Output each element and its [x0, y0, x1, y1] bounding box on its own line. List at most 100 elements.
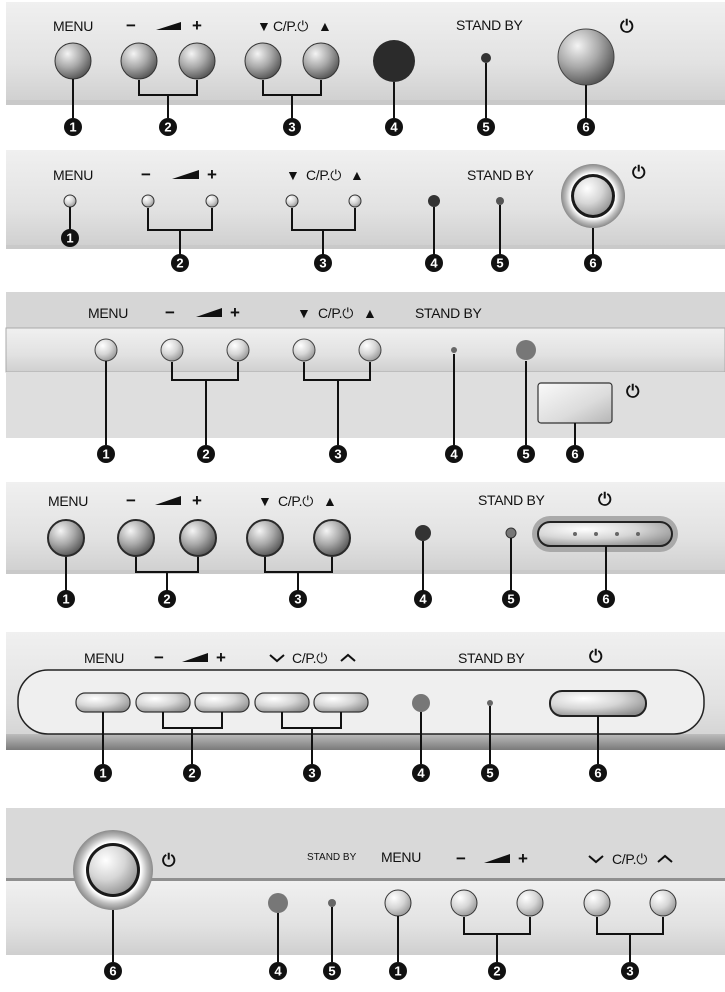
svg-text:1: 1 — [102, 447, 109, 462]
volume-plus-label: + — [192, 16, 202, 35]
svg-text:6: 6 — [589, 256, 596, 271]
channel-up-label: ▲ — [323, 493, 337, 509]
volume-down-button[interactable] — [135, 692, 191, 713]
callout-6: 6 — [566, 445, 584, 463]
channel-down-button[interactable] — [583, 889, 611, 917]
volume-bracket — [135, 557, 199, 592]
svg-text:1: 1 — [66, 231, 73, 246]
volume-down-button[interactable] — [450, 889, 478, 917]
channel-bracket — [291, 208, 356, 255]
callout-1: 1 — [97, 445, 115, 463]
power-button[interactable] — [549, 690, 647, 717]
channel-down-button[interactable] — [246, 519, 284, 557]
svg-text:1: 1 — [394, 964, 401, 979]
callout-5: 5 — [517, 445, 535, 463]
svg-text:1: 1 — [62, 592, 69, 607]
volume-down-button[interactable] — [120, 42, 158, 80]
svg-text:5: 5 — [496, 256, 503, 271]
channel-up-button[interactable] — [313, 692, 369, 713]
volume-up-button[interactable] — [178, 42, 216, 80]
volume-plus-label: + — [207, 165, 217, 184]
power-button[interactable] — [557, 28, 615, 86]
callout-2: 2 — [159, 118, 177, 136]
standby-indicator — [505, 527, 517, 539]
menu-label: MENU — [53, 18, 93, 34]
channel-down-button[interactable] — [244, 42, 282, 80]
menu-button[interactable] — [384, 889, 412, 917]
callout-1: 1 — [389, 962, 407, 980]
callout-3: 3 — [329, 445, 347, 463]
menu-label: MENU — [53, 167, 93, 183]
menu-button[interactable] — [94, 338, 118, 362]
callout-3: 3 — [283, 118, 301, 136]
power-button[interactable] — [574, 177, 612, 215]
volume-up-button[interactable] — [179, 519, 217, 557]
channel-down-button[interactable] — [285, 194, 299, 208]
callout-5: 5 — [491, 254, 509, 272]
power-button[interactable] — [89, 846, 137, 894]
panel-2: MENU − + ▼ C/P.⏻ ▲ STAND BY ⏻ 1 2 3 4 5 … — [6, 150, 725, 272]
volume-ramp-icon — [196, 308, 222, 317]
volume-bracket — [171, 362, 239, 445]
callout-1: 1 — [61, 229, 79, 247]
svg-text:2: 2 — [164, 120, 171, 135]
callout-2: 2 — [488, 962, 506, 980]
standby-label: STAND BY — [467, 167, 535, 183]
channel-up-button[interactable] — [313, 519, 351, 557]
svg-text:3: 3 — [308, 766, 315, 781]
svg-text:6: 6 — [602, 592, 609, 607]
standby-indicator — [328, 899, 336, 907]
svg-text:2: 2 — [176, 256, 183, 271]
channel-up-button[interactable] — [649, 889, 677, 917]
volume-plus-label: + — [192, 491, 202, 510]
channel-up-button[interactable] — [348, 194, 362, 208]
callout-6: 6 — [597, 590, 615, 608]
svg-text:6: 6 — [109, 964, 116, 979]
power-button[interactable] — [537, 382, 613, 424]
volume-down-button[interactable] — [160, 338, 184, 362]
remote-sensor — [516, 340, 536, 360]
volume-down-button[interactable] — [141, 194, 155, 208]
menu-button[interactable] — [47, 519, 85, 557]
menu-button[interactable] — [63, 194, 77, 208]
svg-text:6: 6 — [571, 447, 578, 462]
panel-edge — [6, 570, 725, 574]
channel-bracket — [264, 557, 333, 592]
volume-down-button[interactable] — [117, 519, 155, 557]
channel-down-label: ▼ — [297, 305, 311, 321]
channel-down-button[interactable] — [254, 692, 310, 713]
svg-text:4: 4 — [274, 964, 282, 979]
svg-text:5: 5 — [507, 592, 514, 607]
menu-button[interactable] — [54, 42, 92, 80]
svg-text:4: 4 — [390, 120, 398, 135]
power-symbol-label: ⏻ — [589, 647, 603, 666]
channel-down-button[interactable] — [292, 338, 316, 362]
svg-text:5: 5 — [522, 447, 529, 462]
volume-up-button[interactable] — [226, 338, 250, 362]
menu-button[interactable] — [75, 692, 131, 713]
callout-6: 6 — [589, 764, 607, 782]
volume-plus-label: + — [230, 303, 240, 322]
volume-plus-label: + — [518, 849, 528, 868]
callout-2: 2 — [183, 764, 201, 782]
volume-up-button[interactable] — [194, 692, 250, 713]
channel-bracket — [303, 362, 371, 445]
volume-up-button[interactable] — [516, 889, 544, 917]
volume-minus-label: − — [141, 165, 151, 184]
power-symbol-label: ⏻ — [162, 851, 176, 870]
callout-3: 3 — [303, 764, 321, 782]
volume-bracket — [162, 712, 223, 764]
power-symbol-label: ⏻ — [620, 17, 634, 36]
remote-sensor — [373, 40, 415, 82]
volume-up-button[interactable] — [205, 194, 219, 208]
callout-4: 4 — [425, 254, 443, 272]
channel-up-icon — [657, 854, 673, 863]
channel-up-button[interactable] — [358, 338, 382, 362]
svg-text:2: 2 — [202, 447, 209, 462]
standby-indicator — [481, 53, 491, 63]
channel-up-button[interactable] — [302, 42, 340, 80]
callout-5: 5 — [477, 118, 495, 136]
svg-text:3: 3 — [288, 120, 295, 135]
power-button[interactable] — [537, 521, 673, 547]
svg-text:3: 3 — [626, 964, 633, 979]
